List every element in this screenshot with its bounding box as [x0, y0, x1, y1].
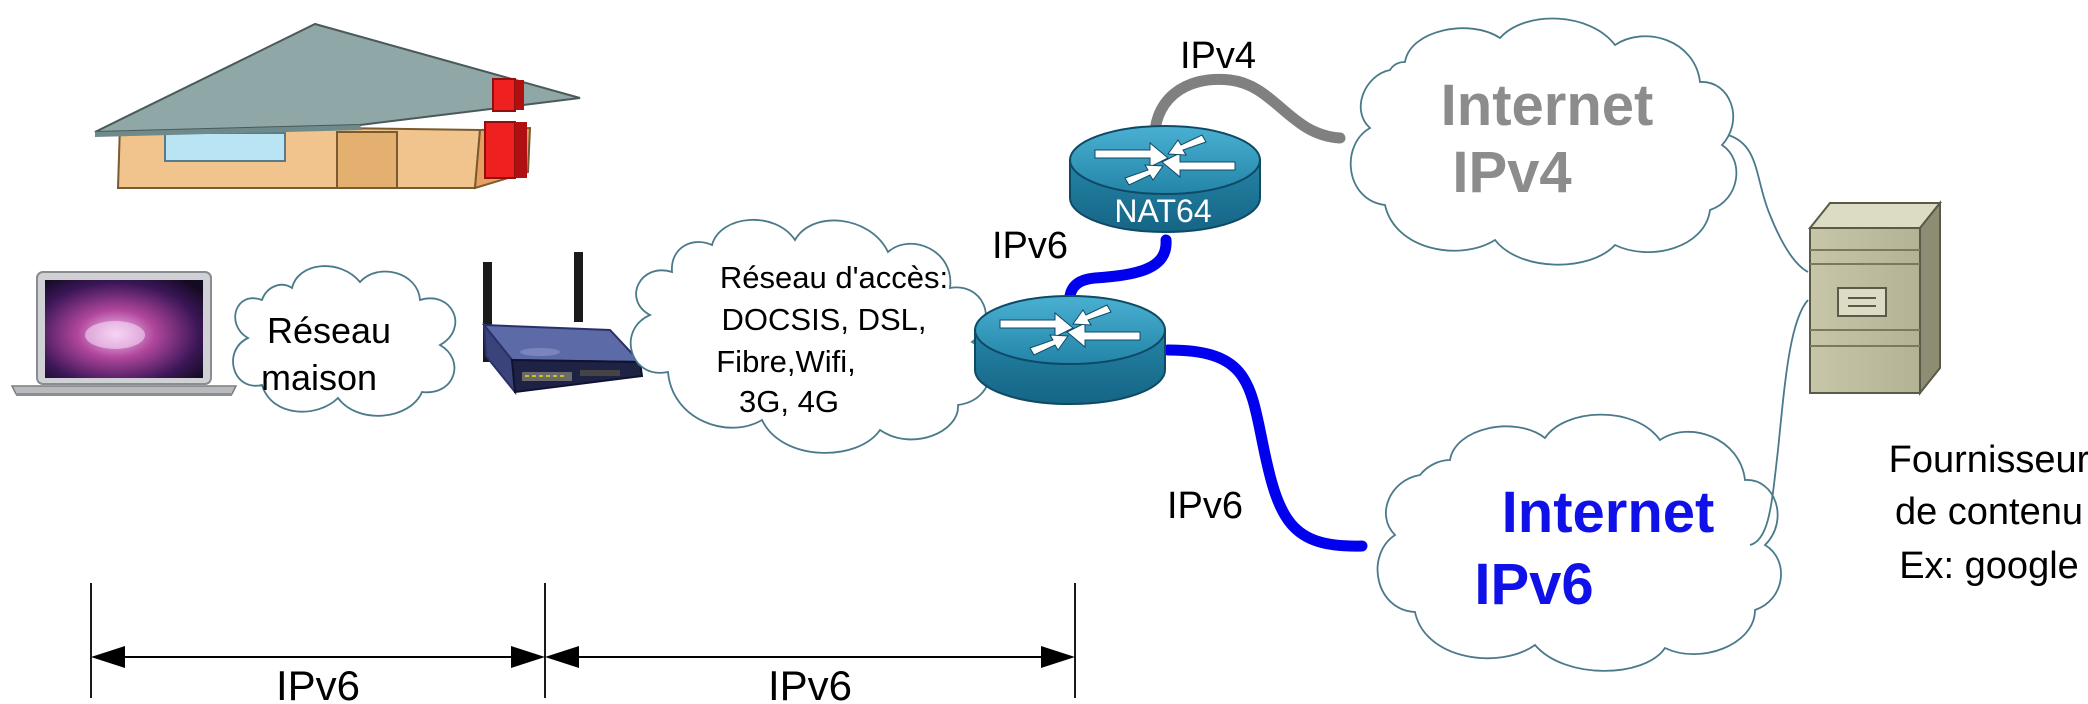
house-icon — [94, 22, 581, 190]
laptop-icon — [10, 271, 238, 396]
access-network-label-1: Réseau d'accès: — [720, 260, 948, 295]
ipv6-internet-link — [1162, 344, 1368, 552]
server-connector-bottom — [1749, 299, 1809, 546]
internet-ipv4-label-2: IPv4 — [1452, 140, 1571, 205]
content-provider-label-2: de contenu — [1895, 491, 2083, 533]
ipv4-link — [1149, 73, 1346, 154]
bottom-span-left-label: IPv6 — [276, 662, 360, 704]
home-network-cloud: Réseau maison — [232, 265, 457, 417]
nat64-router-icon: NAT64 — [1069, 125, 1261, 233]
internet-ipv4-label-1: Internet — [1441, 73, 1654, 138]
bottom-span-left-arrow — [91, 646, 545, 668]
nat64-label: NAT64 — [1114, 193, 1211, 229]
access-network-label-4: 3G, 4G — [739, 384, 839, 419]
bottom-span-right-label: IPv6 — [768, 662, 852, 704]
internet-ipv4-cloud: Internet IPv4 — [1349, 17, 1738, 266]
internet-ipv6-label-2: IPv6 — [1474, 552, 1593, 617]
home-network-label-2: maison — [261, 357, 377, 398]
home-network-label-1: Réseau — [267, 310, 391, 351]
nat64-ipv6-link — [1063, 234, 1172, 316]
access-network-label-2: DOCSIS, DSL, — [722, 302, 927, 337]
internet-ipv6-cloud: Internet IPv6 — [1376, 413, 1782, 672]
ipv6-mid-link-label: IPv6 — [992, 225, 1068, 267]
bottom-span-right-arrow — [545, 646, 1075, 668]
server-icon — [1807, 200, 1943, 396]
bottom-span-markers — [90, 583, 1076, 698]
wifi-router-icon — [481, 252, 644, 396]
access-router-icon — [974, 295, 1166, 405]
ipv4-link-label: IPv4 — [1180, 35, 1256, 77]
access-network-label-3: Fibre,Wifi, — [716, 344, 856, 379]
server-connector-top — [1727, 134, 1809, 273]
ipv6-lower-link-label: IPv6 — [1167, 485, 1243, 527]
content-provider-label-3: Ex: google — [1899, 545, 2079, 587]
access-network-cloud: Réseau d'accès: DOCSIS, DSL, Fibre,Wifi,… — [629, 219, 992, 454]
internet-ipv6-label-1: Internet — [1502, 480, 1715, 545]
content-provider-label-1: Fournisseur — [1889, 439, 2088, 481]
